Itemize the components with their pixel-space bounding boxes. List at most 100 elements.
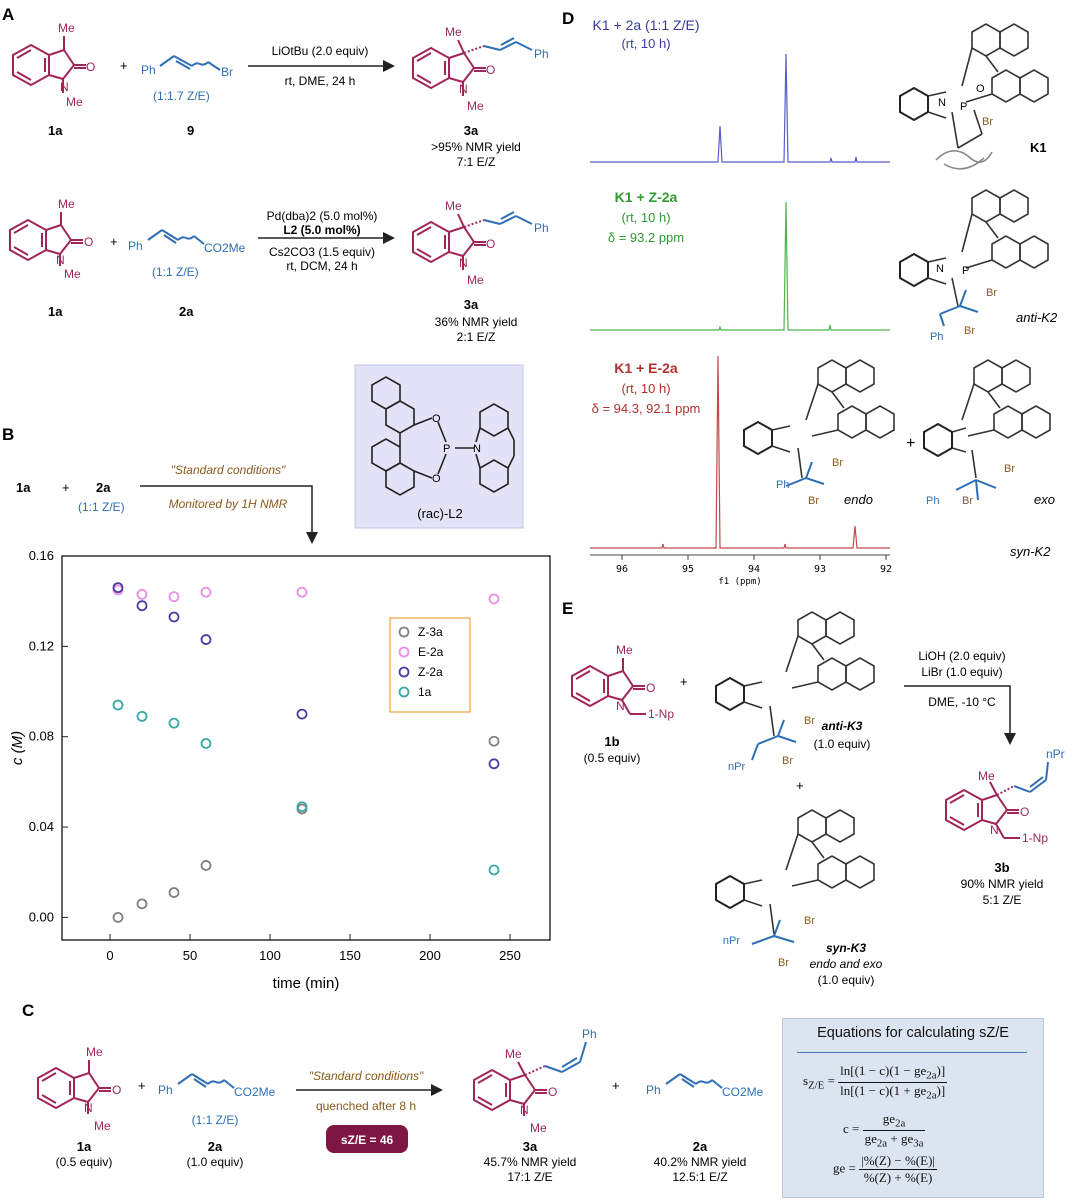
c-sm: 1a	[77, 1139, 92, 1154]
anti-k2-n: N	[936, 263, 944, 275]
data-point	[168, 611, 180, 623]
b-plus: +	[62, 480, 70, 495]
nme-label: Me	[94, 1119, 111, 1133]
ligand-p: P	[443, 443, 450, 455]
nme-label: Me	[467, 273, 484, 287]
cond-a2-2: L2 (5.0 mol%)	[283, 223, 360, 237]
syn-k3-sub: endo and exo	[810, 957, 883, 971]
anti-k2-br2: Br	[964, 325, 975, 337]
panel-d-label: D	[562, 9, 574, 28]
b-arrow-bot: Monitored by 1H NMR	[169, 497, 288, 511]
c-pr: 3a	[523, 1139, 538, 1154]
b-ratio: (1:1 Z/E)	[78, 500, 125, 514]
x-axis-label: time (min)	[273, 975, 340, 992]
exo-allyl	[955, 479, 997, 501]
data-point	[112, 912, 124, 923]
y-tick-label: 0.04	[29, 819, 54, 834]
c-arrow-top: "Standard conditions"	[309, 1069, 424, 1083]
s-badge	[326, 1125, 408, 1153]
o-label: O	[486, 237, 495, 251]
me-label: Me	[445, 25, 462, 39]
y-tick-label: 0.12	[29, 638, 54, 653]
panel-e-label: E	[562, 599, 573, 618]
ratio-2a: (1:1 Z/E)	[152, 265, 199, 279]
anti-k3-eq: (1.0 equiv)	[814, 737, 871, 751]
data-point	[296, 708, 308, 720]
id-3a-r2: 3a	[464, 297, 479, 312]
oxindole-1b-structure	[571, 658, 646, 715]
x-tick-label: 100	[259, 948, 281, 963]
legend-entry: Z-3a	[418, 625, 443, 639]
cinnamate-structure	[147, 229, 205, 245]
anti-k2-ph: Ph	[930, 331, 943, 343]
id-1a-r1: 1a	[48, 123, 63, 138]
data-point	[296, 586, 308, 598]
o-label: O	[112, 1083, 121, 1097]
data-point	[488, 758, 500, 770]
data-point	[296, 801, 308, 813]
x-tick-label: 50	[183, 948, 197, 963]
anti-k3-br1: Br	[804, 715, 815, 727]
nmr-trace-2	[590, 201, 890, 331]
sp2-shift: δ = 93.2 ppm	[608, 230, 684, 245]
e-pr: 3b	[994, 860, 1009, 875]
ph-label: Ph	[128, 239, 143, 253]
nmr-tick-label: 93	[814, 564, 826, 575]
y-axis-label: c (M)	[9, 731, 26, 765]
data-point	[168, 591, 180, 603]
ligand-box	[354, 364, 524, 529]
equation-s: sZ/E = ln[(1 − c)(1 − ge2a)]ln[(1 − c)(1…	[803, 1063, 948, 1102]
k1-br: Br	[982, 116, 993, 128]
n-label: N	[84, 1101, 93, 1115]
c-rg-eq: (1.0 equiv)	[187, 1155, 244, 1169]
equation-title: Equations for calculating sZ/E	[817, 1025, 1009, 1041]
c-pr-ez: 17:1 Z/E	[507, 1170, 552, 1184]
sp3-title: K1 + E-2a	[614, 360, 678, 376]
cond-a1-2: rt, DME, 24 h	[285, 74, 356, 88]
b-arrow-top: "Standard conditions"	[171, 463, 286, 477]
x-tick-label: 150	[339, 948, 361, 963]
anti-k3-label: anti-K3	[822, 719, 863, 733]
endo-ph: Ph	[776, 479, 789, 491]
data-point	[112, 699, 124, 711]
sp1-sub: (rt, 10 h)	[621, 36, 670, 51]
syn-k3-label: syn-K3	[826, 941, 866, 955]
endo-br2: Br	[808, 495, 819, 507]
nmr-tick-label: 96	[616, 564, 628, 575]
e-cond3: DME, -10 °C	[928, 695, 996, 709]
id-3a-r1: 3a	[464, 123, 479, 138]
equation-box: Equations for calculating sZ/E sZ/E = ln…	[782, 1018, 1044, 1198]
e-cond1: LiOH (2.0 equiv)	[918, 649, 1005, 663]
x-tick-label: 200	[419, 948, 441, 963]
me-label: Me	[58, 197, 75, 211]
product-3a-structure-c	[473, 1061, 547, 1116]
sp1-title: K1 + 2a (1:1 Z/E)	[593, 17, 700, 33]
endo-label: endo	[844, 492, 873, 507]
c-plus2: +	[612, 1078, 620, 1093]
anti-k3-npr: nPr	[728, 761, 745, 773]
ligand-n: N	[473, 443, 481, 455]
c-ratio: (1:1 Z/E)	[192, 1113, 239, 1127]
data-point	[136, 600, 148, 612]
ph-label: Ph	[534, 221, 549, 235]
n-label: N	[459, 82, 468, 96]
o-label: O	[84, 235, 93, 249]
sp3-shift: δ = 94.3, 92.1 ppm	[592, 401, 701, 416]
cinnamyl-chain	[483, 211, 533, 225]
data-point	[136, 710, 148, 722]
id-9: 9	[187, 123, 194, 138]
panel-b-label: B	[2, 425, 14, 444]
syn-k3-br1: Br	[804, 915, 815, 927]
e-yield: 90% NMR yield	[961, 877, 1044, 891]
plot-frame	[61, 555, 551, 941]
n-label: N	[520, 1103, 529, 1117]
sp2-title: K1 + Z-2a	[615, 189, 678, 205]
nmr-tick-label: 92	[880, 564, 892, 575]
legend-marker	[398, 626, 410, 638]
data-point	[136, 898, 148, 910]
k1-n: N	[938, 97, 946, 109]
product-3a-structure	[412, 39, 486, 96]
syn-k3-br2: Br	[778, 957, 789, 969]
co2me-label: CO2Me	[204, 241, 246, 255]
